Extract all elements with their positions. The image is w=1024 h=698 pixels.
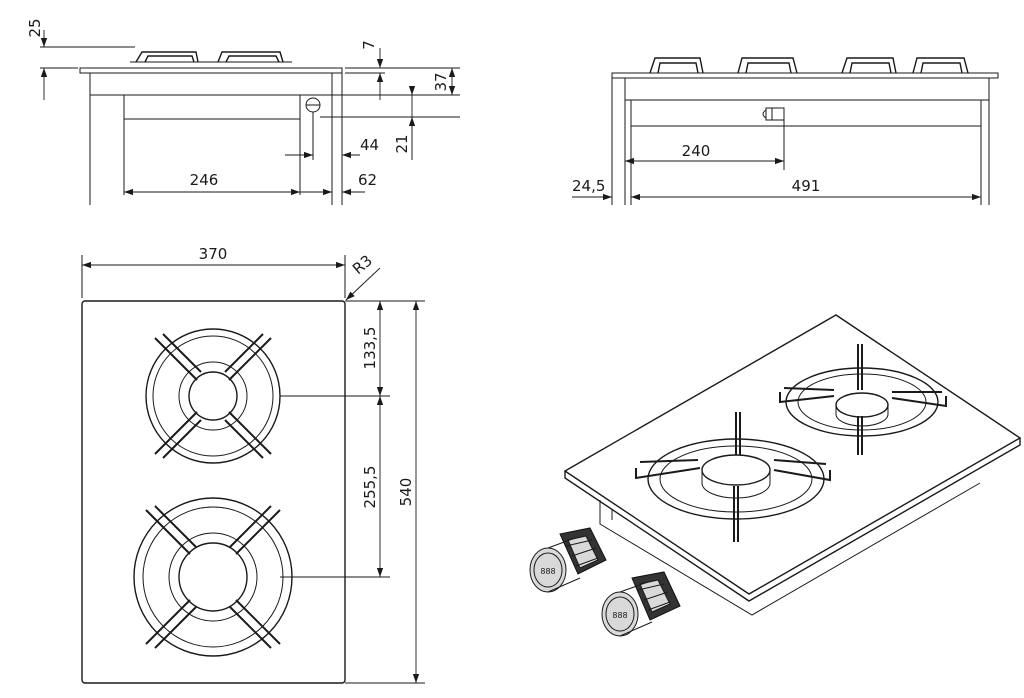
front-view: 240 24,5 491 — [572, 57, 999, 205]
top-burner-large — [133, 497, 293, 657]
front-top-plate — [611, 72, 999, 79]
side-top-plate — [79, 67, 343, 74]
dim-top-width: 370 — [199, 245, 228, 263]
iso-knob-2: 888 — [601, 571, 681, 637]
iso-knob-1: 888 — [529, 527, 607, 593]
front-grate-2 — [737, 57, 798, 74]
dim-side-edge-offset: 62 — [358, 171, 377, 189]
side-view: 25 7 37 21 44 246 62 — [26, 18, 460, 205]
dim-side-top-plate: 7 — [360, 40, 378, 50]
knob-1-display: 888 — [540, 567, 555, 576]
front-grate-4 — [912, 57, 969, 74]
side-body — [89, 72, 333, 96]
front-body — [624, 77, 990, 101]
dim-top-corner-radius: R3 — [349, 251, 376, 278]
dim-side-gap: 25 — [26, 18, 44, 37]
knob-2-display: 888 — [612, 611, 627, 620]
dim-front-overhang: 24,5 — [572, 177, 605, 195]
dim-top-burner-offset: 133,5 — [361, 327, 379, 370]
isometric-view: 888 888 — [529, 314, 1022, 637]
dim-side-connector-offset: 44 — [360, 136, 379, 154]
dim-side-depth: 37 — [432, 72, 450, 91]
iso-burner-front — [635, 412, 831, 542]
dim-side-connector-height: 21 — [393, 134, 411, 153]
side-grate-left — [135, 51, 199, 63]
front-connector — [762, 107, 785, 121]
dim-side-body-width: 246 — [190, 171, 219, 189]
dim-top-burner-spacing: 255,5 — [361, 466, 379, 509]
side-lower-body — [123, 94, 301, 120]
dim-front-connector-position: 240 — [682, 142, 711, 160]
top-view: 370 R3 133,5 255,5 540 — [81, 245, 425, 684]
top-plate-outline — [81, 300, 346, 684]
dim-front-body-width: 491 — [792, 177, 821, 195]
side-grate-right — [217, 51, 284, 63]
iso-burner-back — [779, 344, 947, 455]
front-grate-1 — [649, 57, 704, 74]
iso-top-plate — [563, 314, 1022, 595]
front-grate-3 — [841, 57, 897, 74]
dim-top-depth: 540 — [397, 478, 415, 507]
iso-body — [599, 482, 981, 616]
front-lower-body — [630, 99, 982, 127]
top-burner-small — [145, 328, 281, 464]
